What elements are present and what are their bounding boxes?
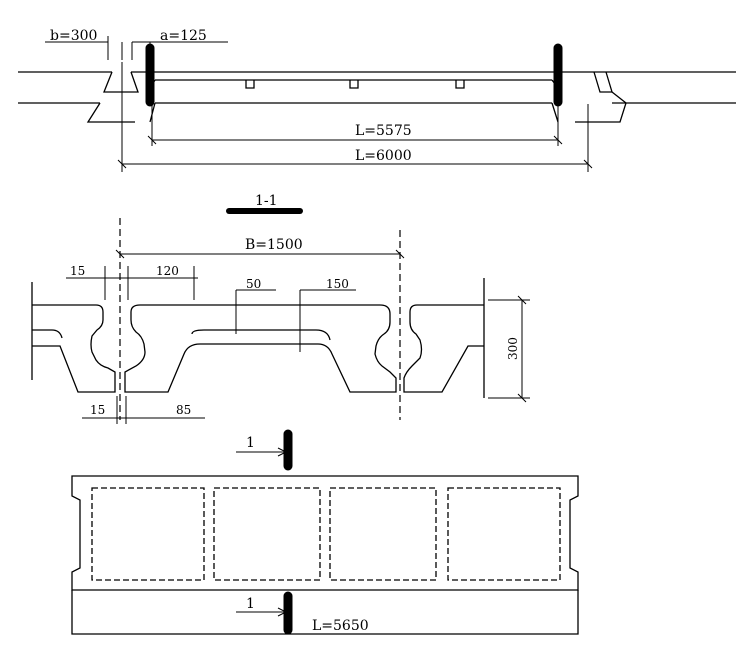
void-3 xyxy=(329,487,437,581)
span-label: L=6000 xyxy=(355,148,412,164)
bearing-length-label: a=125 xyxy=(160,28,207,44)
section-title: 1-1 xyxy=(226,193,303,214)
dim-50: 50 xyxy=(246,277,261,291)
slab-elevation: b=300 a=125 L=5575 L=6000 xyxy=(18,28,736,172)
section-width-label: B=1500 xyxy=(245,237,303,253)
void-2 xyxy=(213,487,321,581)
clear-span-label: L=5575 xyxy=(355,123,412,139)
dim-height: 300 xyxy=(506,337,520,360)
void-4 xyxy=(447,487,561,581)
dim-150: 150 xyxy=(326,277,349,291)
slab-cross-section: 15 120 50 150 15 85 B=1500 300 xyxy=(31,218,530,424)
dim-85: 85 xyxy=(176,403,191,417)
plan-length-label: L=5650 xyxy=(312,618,369,634)
section-title-text: 1-1 xyxy=(255,193,278,209)
dim-joint-bottom: 15 xyxy=(90,403,105,417)
support-width-label: b=300 xyxy=(50,28,97,44)
cut-top-label: 1 xyxy=(246,435,255,451)
dim-joint-top: 15 xyxy=(70,264,85,278)
slab-plan: 1 1 L=5650 xyxy=(71,429,579,635)
dim-flange: 120 xyxy=(156,264,179,278)
cut-bottom-label: 1 xyxy=(246,596,255,612)
void-1 xyxy=(91,487,205,581)
